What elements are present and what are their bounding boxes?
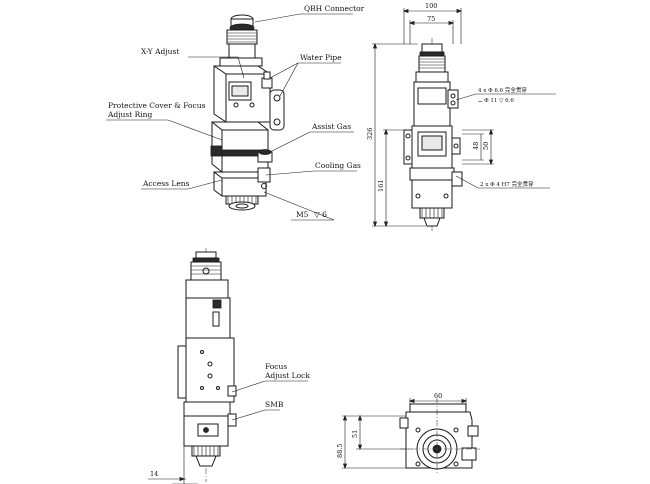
hole-spec-2: ⌴ Φ 11 ▽ 6.6: [478, 98, 514, 104]
label-protective-cover-2: Adjust Ring: [107, 110, 152, 119]
dim-width-75: 75: [427, 15, 435, 23]
side-elevation-view: 14 Focus Adjust Lock SMB: [148, 248, 310, 484]
hole-spec-1: 4 x Φ 6.6 完全贯穿: [478, 86, 527, 94]
label-focus-adjust-lock-2: Adjust Lock: [264, 371, 310, 380]
isometric-view: QBH Connector X-Y Adjust Water Pipe Prot…: [106, 4, 365, 221]
label-smb: SMB: [265, 400, 284, 409]
label-protective-cover-1: Protective Cover & Focus: [108, 101, 206, 110]
label-cooling-gas: Cooling Gas: [315, 161, 361, 170]
dim-spacing-48: 48: [472, 142, 480, 150]
label-m5: M5: [296, 210, 309, 219]
label-xy-adjust: X-Y Adjust: [141, 47, 179, 56]
bottom-plan-view: 60 51 88.5: [336, 392, 480, 474]
label-m5-depth: ▽ 6: [314, 210, 327, 219]
label-water-pipe: Water Pipe: [300, 53, 342, 62]
dim-width-100: 100: [425, 2, 437, 10]
front-elevation-view: 100 75 326 161 50 48 4 x Φ 6.6 完全贯穿 ⌴ Φ …: [366, 2, 556, 232]
label-assist-gas: Assist Gas: [311, 122, 351, 131]
label-focus-adjust-lock-1: Focus: [265, 362, 287, 371]
label-access-lens: Access Lens: [142, 179, 190, 188]
dim-spacing-50: 50: [482, 142, 490, 150]
dim-offset-14: 14: [150, 470, 158, 478]
dim-height-161: 161: [377, 180, 385, 192]
dim-bottom-51: 51: [351, 430, 359, 438]
label-qbh-connector: QBH Connector: [304, 4, 365, 13]
dim-bottom-60: 60: [434, 392, 442, 400]
dim-bottom-88-5: 88.5: [336, 444, 344, 458]
dim-height-326: 326: [366, 128, 374, 140]
hole-spec-3: 2 x Φ 4 H7 完全贯穿: [480, 180, 534, 188]
